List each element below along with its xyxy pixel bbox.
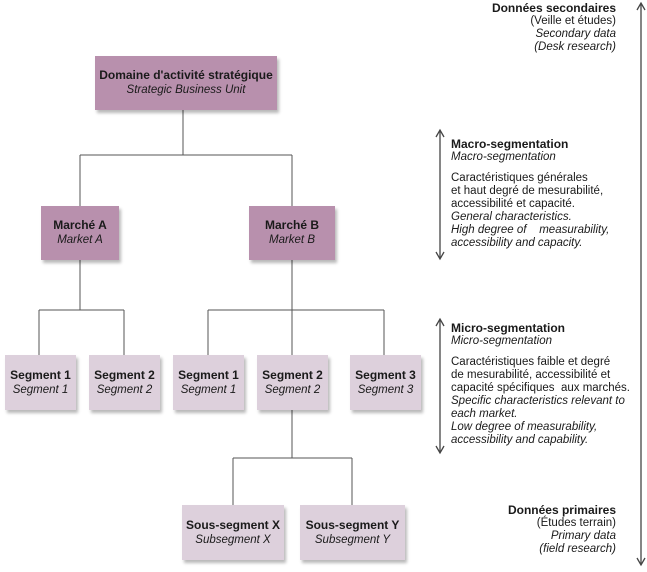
node-market-a-segment-2: Segment 2 Segment 2 <box>89 355 160 410</box>
micro-en-title: Micro-segmentation <box>451 335 552 347</box>
secondary-fr-sub: (Veille et études) <box>530 15 616 27</box>
secondary-title: Données secondaires <box>491 1 616 15</box>
primary-title: Données primaires <box>507 503 616 517</box>
macro-segmentation-block: Macro-segmentation Macro-segmentation Ca… <box>451 138 641 250</box>
secondary-data-label: Données secondaires (Veille et études) S… <box>416 2 616 54</box>
micro-en-3: Low degree of measurability, <box>451 421 598 433</box>
node-label-en: Segment 3 <box>357 383 414 396</box>
macro-en-1: General characteristics. <box>451 211 572 223</box>
secondary-en-1: Secondary data <box>535 28 616 40</box>
micro-fr-1: Caractéristiques faible et degré <box>451 356 611 368</box>
secondary-en-2: (Desk research) <box>534 41 616 53</box>
node-label-fr: Segment 2 <box>262 367 323 382</box>
node-label-en: Strategic Business Unit <box>126 84 246 96</box>
macro-en-title: Macro-segmentation <box>451 151 556 163</box>
node-label-fr: Sous-segment X <box>185 517 281 532</box>
node-label-en: Subsegment X <box>195 533 271 546</box>
node-market-b-segment-2: Segment 2 Segment 2 <box>257 355 328 410</box>
node-label-en: Segment 1 <box>12 383 69 396</box>
micro-title: Micro-segmentation <box>451 321 566 335</box>
node-label-en: Segment 2 <box>264 383 321 396</box>
primary-en-2: (field research) <box>539 543 616 555</box>
primary-en-1: Primary data <box>550 530 616 542</box>
node-label-en: Segment 2 <box>96 383 153 396</box>
micro-fr-2: de mesurabilité, accessibilité et <box>451 369 611 381</box>
node-label-en: Segment 1 <box>180 383 237 396</box>
macro-title: Macro-segmentation <box>451 137 569 151</box>
node-label-en: Market A <box>57 234 103 246</box>
micro-en-1: Specific characteristics relevant to <box>451 395 625 407</box>
micro-fr-3: capacité spécifiques aux marchés. <box>451 382 630 394</box>
node-label-fr: Sous-segment Y <box>305 517 400 532</box>
node-subsegment-x: Sous-segment X Subsegment X <box>182 505 284 560</box>
micro-en-2: each market. <box>451 408 518 420</box>
node-label-fr: Segment 3 <box>355 367 416 382</box>
node-label-fr: Domaine d'activité stratégique <box>99 68 273 82</box>
node-label-fr: Segment 1 <box>10 367 71 382</box>
micro-en-4: accessibility and capability. <box>451 434 589 446</box>
node-label-en: Market B <box>268 234 315 246</box>
micro-segmentation-block: Micro-segmentation Micro-segmentation Ca… <box>451 322 643 447</box>
node-label-en: Subsegment Y <box>314 533 391 546</box>
node-strategic-business-unit: Domaine d'activité stratégique Strategic… <box>95 56 277 110</box>
macro-fr-1: Caractéristiques générales <box>451 172 588 184</box>
macro-en-3: accessibility and capacity. <box>451 237 583 249</box>
node-label-fr: Segment 2 <box>94 367 155 382</box>
node-label-fr: Marché A <box>53 218 107 232</box>
node-subsegment-y: Sous-segment Y Subsegment Y <box>300 505 405 560</box>
node-market-a-segment-1: Segment 1 Segment 1 <box>5 355 76 410</box>
node-label-fr: Segment 1 <box>178 367 239 382</box>
macro-fr-3: accessibilité et capacité. <box>451 198 576 210</box>
node-market-b-segment-3: Segment 3 Segment 3 <box>350 355 421 410</box>
macro-fr-2: et haut degré de mesurabilité, <box>451 185 604 197</box>
primary-fr-sub: (Études terrain) <box>536 517 616 529</box>
node-market-b: Marché B Market B <box>249 206 335 260</box>
macro-en-2: High degree of measurability, <box>451 224 610 236</box>
node-label-fr: Marché B <box>264 218 320 232</box>
node-market-a: Marché A Market A <box>41 206 119 260</box>
node-market-b-segment-1: Segment 1 Segment 1 <box>173 355 244 410</box>
primary-data-label: Données primaires (Études terrain) Prima… <box>416 504 616 556</box>
